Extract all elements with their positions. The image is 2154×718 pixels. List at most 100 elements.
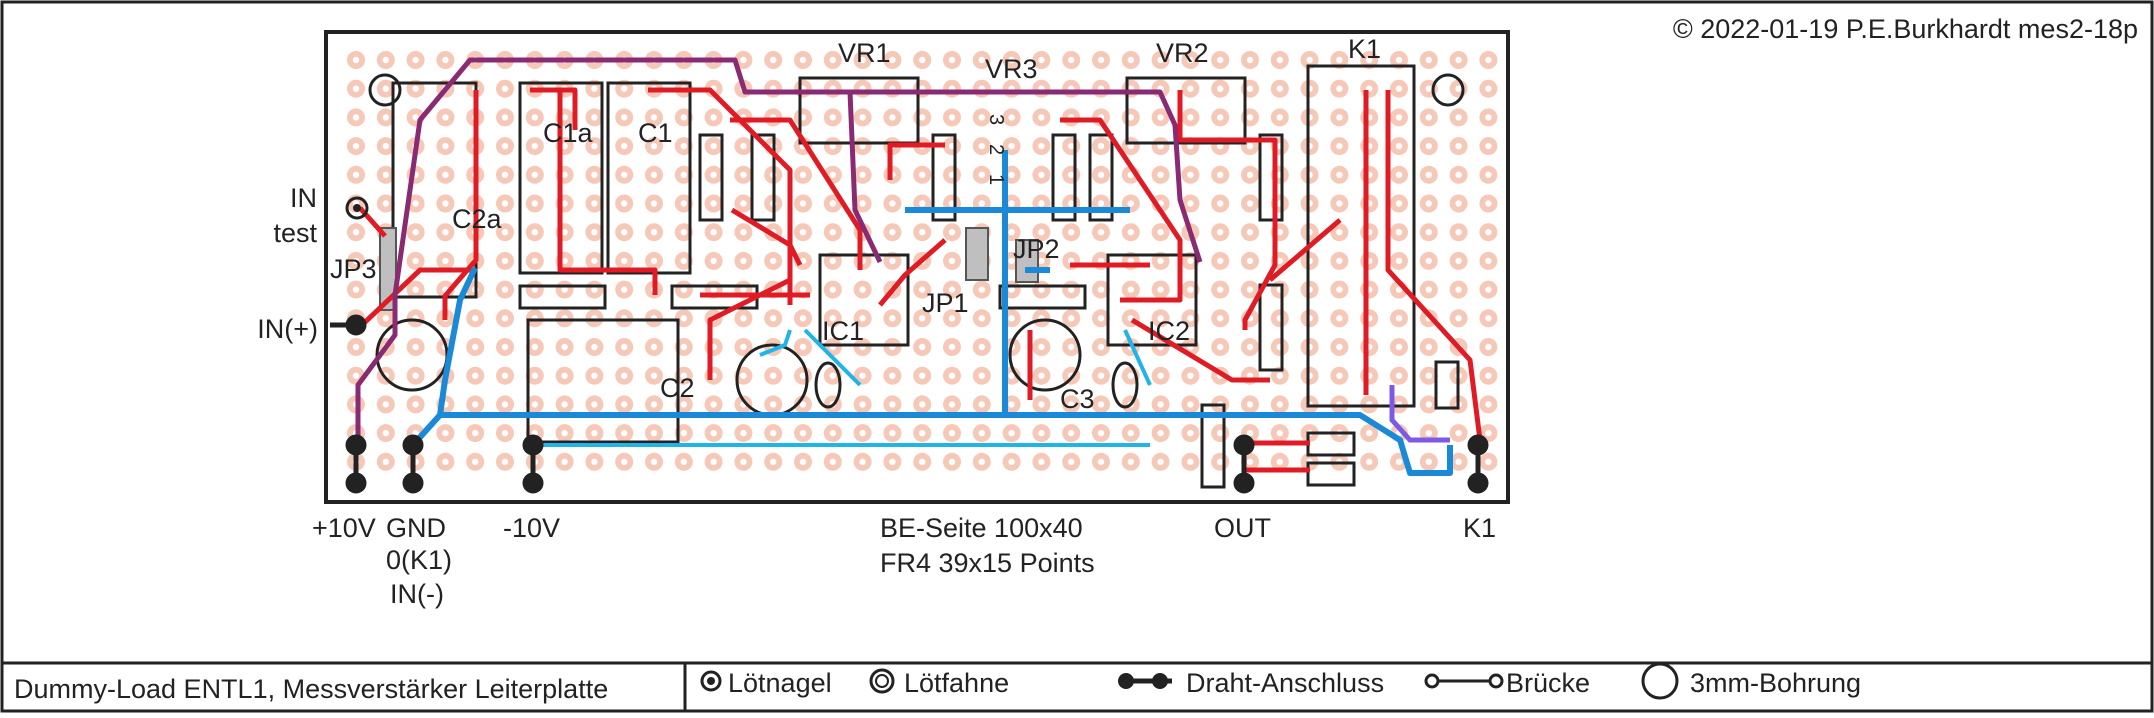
pad-hole: [978, 401, 985, 408]
pad-hole: [591, 85, 598, 92]
pad-hole: [472, 372, 479, 379]
pad-hole: [591, 200, 598, 207]
pad-hole: [650, 229, 658, 236]
pad-hole: [621, 372, 628, 379]
pad-hole: [1187, 85, 1194, 92]
jp1-jumper: [965, 227, 989, 281]
pad-hole: [1187, 429, 1194, 437]
pad-hole: [1485, 372, 1492, 379]
pad-hole: [1217, 171, 1224, 178]
pad-hole: [799, 372, 807, 379]
pad-hole: [472, 401, 479, 408]
pad-hole: [442, 429, 449, 437]
pad-hole: [1217, 429, 1224, 437]
pad-hole: [1008, 315, 1015, 322]
resistor-5: [1088, 133, 1114, 222]
pad-hole: [829, 429, 836, 437]
pad-hole: [948, 286, 956, 293]
pad-hole: [1187, 315, 1194, 322]
cap-small-1: [814, 361, 842, 409]
pad-hole: [710, 229, 717, 236]
pad-hole: [829, 286, 836, 293]
pad-hole: [859, 315, 866, 322]
pad-hole: [1127, 171, 1135, 178]
pad-hole: [1246, 458, 1254, 465]
pad-hole: [1485, 142, 1492, 150]
pad-hole: [650, 257, 658, 265]
pad-hole: [770, 257, 777, 265]
pad-hole: [680, 200, 687, 207]
pad-hole: [650, 142, 658, 150]
pad-hole: [919, 56, 926, 64]
pad-hole: [1008, 458, 1015, 465]
pad-hole: [770, 429, 777, 437]
pad-hole: [591, 257, 598, 265]
pad-hole: [889, 229, 896, 236]
pad-hole: [1157, 458, 1164, 465]
pad-hole: [621, 458, 628, 465]
pad-hole: [1276, 114, 1284, 121]
pad-hole: [501, 401, 509, 408]
pad-hole: [680, 315, 687, 322]
resistor-2: [750, 133, 776, 222]
pad-hole: [442, 56, 449, 64]
pad-hole: [1068, 343, 1075, 351]
vr3-pin-3: 3: [985, 114, 1007, 125]
pad-hole: [352, 85, 360, 92]
pad-hole: [1246, 56, 1254, 64]
pad-hole: [561, 458, 568, 465]
pad-hole: [1008, 286, 1015, 293]
pad-hole: [829, 229, 836, 236]
pad-hole: [1127, 257, 1135, 265]
pad-hole: [1157, 171, 1164, 178]
pad-hole: [1276, 56, 1284, 64]
traces-blue: [410, 150, 1453, 476]
pad-hole: [1038, 429, 1045, 437]
diode-3: [1434, 360, 1460, 410]
pad-hole: [1008, 372, 1015, 379]
label-jp2: JP2: [1013, 234, 1060, 264]
pad-hole: [919, 229, 926, 236]
pad-hole: [472, 315, 479, 322]
pad-hole: [1246, 200, 1254, 207]
pad-hole: [501, 229, 509, 236]
pad-hole: [621, 286, 628, 293]
pad-hole: [919, 458, 926, 465]
pad-hole: [650, 200, 658, 207]
pad-hole: [412, 286, 419, 293]
pad-hole: [1425, 229, 1433, 236]
pad-hole: [1276, 458, 1284, 465]
pad-hole: [680, 429, 687, 437]
pad-hole: [829, 56, 836, 64]
pad-hole: [829, 315, 836, 322]
pad-hole: [1485, 401, 1492, 408]
pad-hole: [1097, 372, 1105, 379]
pad-hole: [501, 458, 509, 465]
mount-hole-left-icon: [368, 73, 402, 107]
pad-hole: [1157, 286, 1164, 293]
pad-hole: [352, 229, 360, 236]
pad-hole: [859, 56, 866, 64]
pad-hole: [680, 229, 687, 236]
pad-hole: [859, 401, 866, 408]
jumper-blocks: [379, 227, 1039, 311]
pad-hole: [680, 171, 687, 178]
pad-hole: [740, 257, 747, 265]
label-in-test-1: IN: [290, 183, 317, 213]
pad-hole: [1455, 429, 1462, 437]
pad-hole: [770, 401, 777, 408]
pad-hole: [1127, 429, 1135, 437]
pad-hole: [978, 372, 985, 379]
pad-hole: [680, 343, 687, 351]
pad-hole: [978, 56, 985, 64]
pad-hole: [1485, 429, 1492, 437]
pad-hole: [770, 458, 777, 465]
pad-hole: [889, 114, 896, 121]
pad-hole: [1127, 286, 1135, 293]
pad-hole: [919, 401, 926, 408]
pad-hole: [501, 85, 509, 92]
pad-hole: [382, 142, 389, 150]
pad-hole: [1336, 257, 1343, 265]
pad-hole: [710, 114, 717, 121]
